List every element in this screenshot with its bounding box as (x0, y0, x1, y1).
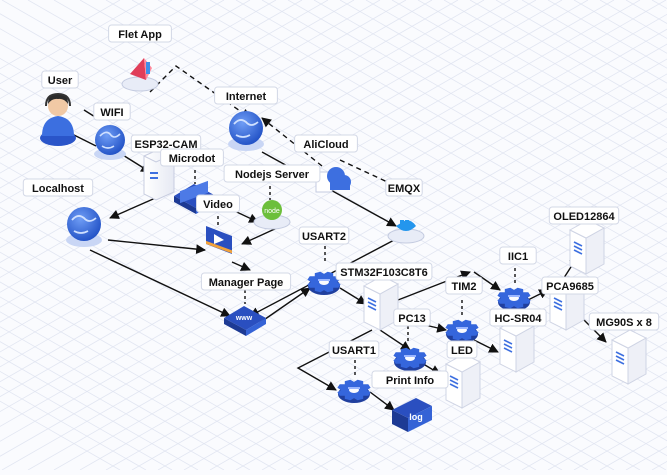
label-microdot: Microdot (160, 148, 224, 167)
mg90s-server-icon (610, 329, 648, 385)
wifi-globe-icon (94, 125, 126, 160)
label-usart1: USART1 (328, 340, 380, 359)
label-hc-sr04-text: HC-SR04 (494, 313, 542, 325)
label-alicloud: AliCloud (294, 134, 358, 153)
hcsr04-server-icon (498, 317, 536, 373)
video-player-icon (206, 226, 232, 254)
label-led: LED (446, 340, 478, 359)
label-user-text: User (48, 75, 73, 87)
label-mg90s: MG90S x 8 (588, 312, 660, 331)
esp32-to-localhost (109, 195, 161, 219)
label-usart2-text: USART2 (302, 231, 346, 243)
label-print-info-text: Print Info (386, 375, 435, 387)
label-tim2-text: TIM2 (451, 281, 476, 293)
localhost-to-video (107, 239, 206, 254)
label-led-text: LED (451, 345, 473, 357)
label-emqx-text: EMQX (388, 183, 421, 195)
label-iic1: IIC1 (499, 246, 537, 265)
label-video-text: Video (203, 199, 233, 211)
video-to-manager (231, 261, 251, 271)
label-localhost-text: Localhost (32, 183, 84, 195)
label-pca9685-text: PCA9685 (546, 281, 594, 293)
label-stm32-text: STM32F103C8T6 (340, 267, 427, 279)
flet-to-internet-dashed (149, 65, 251, 119)
label-manager-page-text: Manager Page (209, 277, 284, 289)
label-video: Video (196, 194, 240, 213)
usart1-to-printinfo (369, 391, 395, 411)
usart1-gear-icon (337, 379, 371, 403)
led-server-icon (444, 353, 482, 409)
manager-to-usart2 (257, 287, 311, 325)
label-localhost: Localhost (22, 178, 94, 197)
gear-icons (307, 271, 531, 403)
alicloud-cloud-icon (315, 167, 351, 193)
label-pc13-text: PC13 (398, 313, 426, 325)
www-badge-text: www (235, 315, 253, 322)
label-stm32: STM32F103C8T6 (335, 262, 433, 281)
manager-page-www-icon: www (224, 306, 266, 336)
alicloud-to-internet-dashed (261, 117, 323, 167)
label-emqx: EMQX (385, 178, 423, 197)
label-print-info: Print Info (371, 370, 449, 389)
tim2-to-hcsr04 (473, 271, 501, 291)
usart2-gear-icon (307, 271, 341, 295)
tim2-gear-icon (445, 319, 479, 343)
label-manager-page: Manager Page (200, 272, 292, 291)
label-pca9685: PCA9685 (541, 276, 599, 295)
nodejs-logo-text: node (264, 208, 280, 215)
label-iic1-text: IIC1 (508, 251, 528, 263)
label-nodejs-server-text: Nodejs Server (235, 169, 310, 181)
label-wifi: WIFI (93, 102, 131, 121)
stm32-server-icon (362, 275, 400, 331)
stm32-to-pc13-tier (379, 329, 411, 351)
log-badge-text: log (409, 412, 423, 422)
oled-server-icon (568, 219, 606, 275)
user-icon (40, 92, 76, 146)
pc13-gear-icon (393, 347, 427, 371)
label-internet-text: Internet (226, 91, 267, 103)
label-esp32-cam-text: ESP32-CAM (135, 139, 198, 151)
label-esp32-cam: ESP32-CAM (130, 134, 202, 153)
label-flet-app-text: Flet App (118, 29, 162, 41)
label-user: User (41, 70, 79, 89)
nodejs-server-icon: node (253, 200, 291, 230)
emqx-docker-icon (387, 220, 425, 244)
label-wifi-text: WIFI (100, 107, 123, 119)
localhost-globe-icon (66, 207, 102, 247)
label-oled12864: OLED12864 (548, 206, 620, 225)
label-internet: Internet (214, 86, 278, 105)
flet-app-icon (121, 58, 159, 92)
label-usart2: USART2 (298, 226, 350, 245)
internet-globe-icon (228, 111, 264, 151)
pc13-to-led (473, 339, 499, 353)
label-mg90s-text: MG90S x 8 (596, 317, 652, 329)
label-tim2: TIM2 (445, 276, 483, 295)
alicloud-to-emqx-dashed (339, 159, 397, 187)
label-pc13: PC13 (393, 308, 431, 327)
label-usart1-text: USART1 (332, 345, 376, 357)
print-info-log-icon: log (392, 398, 432, 432)
iic1-gear-icon (497, 287, 531, 311)
label-hc-sr04: HC-SR04 (489, 308, 547, 327)
localhost-to-manager (89, 249, 231, 317)
usart2-to-stm32 (339, 287, 367, 305)
label-microdot-text: Microdot (169, 153, 216, 165)
label-alicloud-text: AliCloud (303, 139, 348, 151)
label-flet-app: Flet App (108, 24, 172, 43)
label-oled12864-text: OLED12864 (553, 211, 615, 223)
label-nodejs-server: Nodejs Server (223, 164, 321, 183)
